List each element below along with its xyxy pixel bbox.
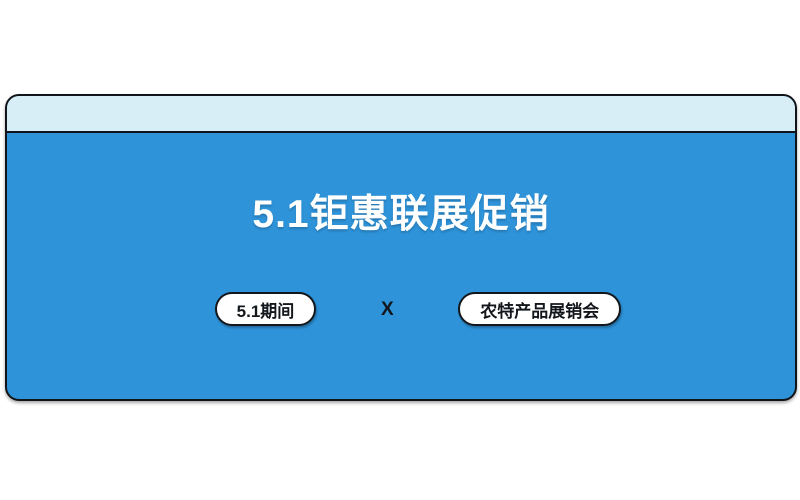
tag-pill-event[interactable]: 农特产品展销会 (458, 292, 622, 326)
banner-content: 5.1钜惠联展促销 5.1期间 X 农特产品展销会 (7, 133, 795, 399)
banner-top-strip (7, 96, 795, 133)
banner-title: 5.1钜惠联展促销 (252, 193, 550, 236)
promo-banner-card: 5.1钜惠联展促销 5.1期间 X 农特产品展销会 (5, 94, 797, 401)
tag-separator-x: X (380, 298, 394, 320)
tag-pill-period[interactable]: 5.1期间 (214, 292, 317, 326)
banner-tag-row: 5.1期间 X 农特产品展销会 (7, 292, 795, 326)
